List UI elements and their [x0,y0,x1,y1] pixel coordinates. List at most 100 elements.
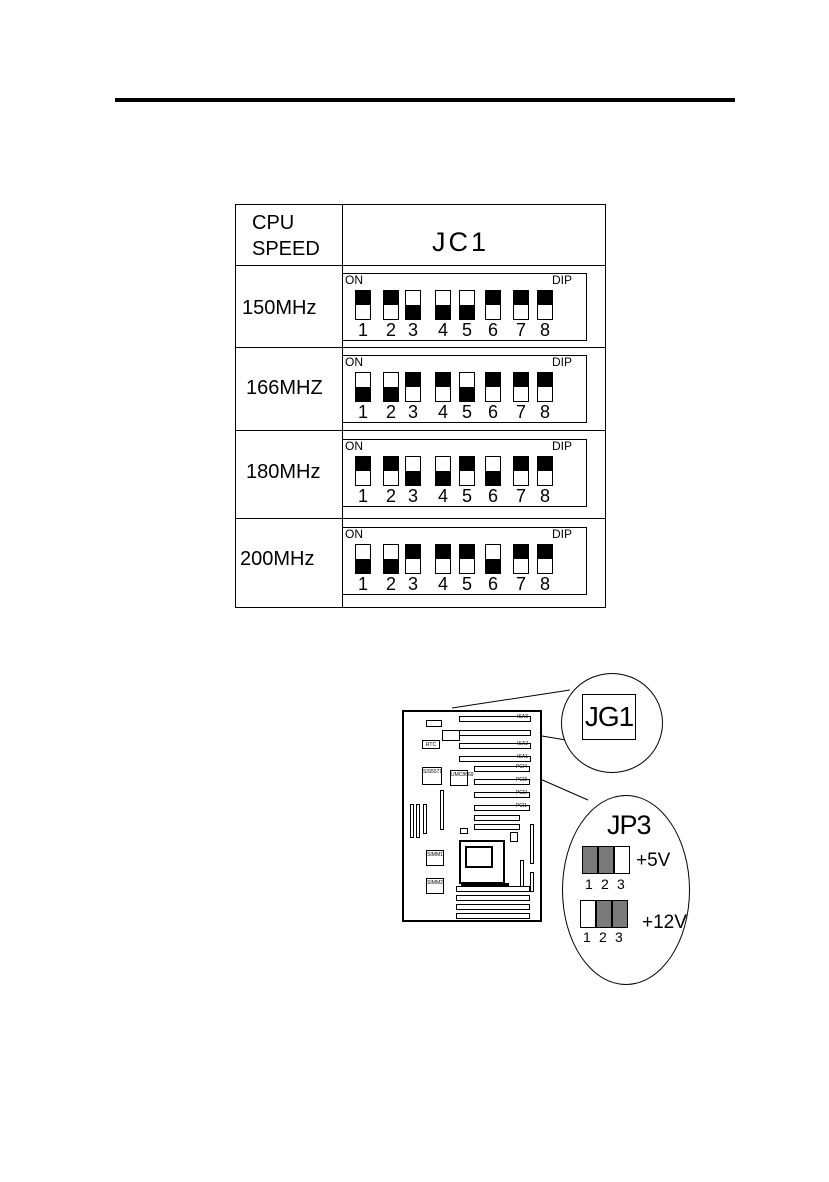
dip-switch-number: 8 [537,574,553,594]
dip-switch [383,372,399,402]
small-chip [510,832,518,842]
header-jc1: JC1 [432,227,489,258]
dip-switch-toggle [436,471,450,485]
bottom-slot [456,886,530,892]
dip-switch-toggle [406,471,420,485]
dip-switch [405,456,421,486]
dip-switch [537,290,553,320]
jumper-pin-number: 2 [599,929,607,945]
dip-switch-number: 1 [355,486,371,506]
dip-switch-number: 3 [405,574,421,594]
cpu-socket-inner [465,846,493,868]
speed-180: 180MHz [246,461,320,484]
header-cpu: CPU [252,211,294,235]
motherboard-outline: ISA3 ISA2 ISA1 PCI4 PCI3 PCI2 PCI1 RTC S… [402,710,542,922]
dip-switch [537,544,553,574]
connector-slot [474,815,520,821]
slot-label: ISA2 [517,741,528,747]
dip-switch-toggle [486,559,500,573]
dip-switch-toggle [356,387,370,401]
jp3-label: JP3 [607,810,651,841]
dip-switch-toggle [460,305,474,319]
header-connector [440,790,444,830]
dip-switch-number: 1 [355,574,371,594]
dip-switch [537,372,553,402]
jumper-pin-5v-2 [598,846,614,874]
dip-switch [485,544,501,574]
speed-150: 150MHz [242,297,316,320]
dip-switch-number: 3 [405,320,421,340]
dip-switch-toggle [436,373,450,387]
dip-switch [355,372,371,402]
voltage-label-5v: +5V [636,850,670,872]
dip-switch-number: 3 [405,486,421,506]
dip-switch [355,290,371,320]
dip-switch-toggle [384,559,398,573]
dip-switch [405,372,421,402]
dip-switch-toggle [514,373,528,387]
dip-switch [435,372,451,402]
dip-switch-toggle [514,457,528,471]
table-row-divider [236,430,605,431]
dip-switch [383,456,399,486]
header-speed: SPEED [252,237,320,261]
dip-switch [355,544,371,574]
dip-switch-toggle [356,291,370,305]
jc1-speed-table: CPU SPEED JC1 150MHz 166MHZ 180MHz 200MH… [235,204,606,608]
dip-switch [485,456,501,486]
pci-slot: PCI4 [474,766,530,772]
pci-slot: PCI1 [474,805,530,811]
memory-slot [410,804,414,838]
dip-switch [537,456,553,486]
chip [426,720,442,727]
dip-switch-number: 3 [405,402,421,422]
dip-brand-label: DIP [552,273,572,287]
dip-switch [459,372,475,402]
speed-166: 166MHZ [246,377,323,400]
dip-switch [405,290,421,320]
dip-switch-toggle [406,305,420,319]
dip-switch [513,372,529,402]
dip-switch [459,456,475,486]
dip-on-label: ON [345,527,363,541]
jumper-pin-number: 1 [583,929,591,945]
jumper-pin-number: 1 [585,876,593,892]
simm-chip: SIMM2 [426,878,444,894]
pci-slot: PCI3 [474,779,530,785]
dip-switch-number: 8 [537,320,553,340]
dip-switch-number: 4 [435,486,451,506]
dip-on-label: ON [345,439,363,453]
dip-switch [485,372,501,402]
dip-switch-toggle [486,373,500,387]
pci-slot: PCI2 [474,792,530,798]
dip-switch-toggle [460,387,474,401]
isa-slot [459,730,531,736]
dip-brand-label: DIP [552,355,572,369]
dip-switch-number: 6 [485,402,501,422]
simm-chip: SIMM1 [426,850,444,866]
chip [442,730,460,741]
dip-switch-number: 2 [383,320,399,340]
dip-switch-number: 2 [383,402,399,422]
dip-switch-toggle [406,373,420,387]
header-rule [115,98,735,102]
speed-200: 200MHz [240,548,314,571]
dip-switch-toggle [384,457,398,471]
dip-switch-number: 4 [435,402,451,422]
edge-connector [530,872,534,892]
dip-switch-toggle [460,457,474,471]
rtc-chip: RTC [422,740,440,749]
voltage-label-12v: +12V [642,912,687,934]
dip-switch-toggle [514,545,528,559]
dip-switch-toggle [356,457,370,471]
dip-switch [459,290,475,320]
dip-switch [355,456,371,486]
dip-switch-number: 5 [459,402,475,422]
bottom-slot [456,895,530,901]
table-row-divider [236,347,605,348]
dip-switch [513,290,529,320]
jumper-pin-12v-1 [580,900,596,928]
